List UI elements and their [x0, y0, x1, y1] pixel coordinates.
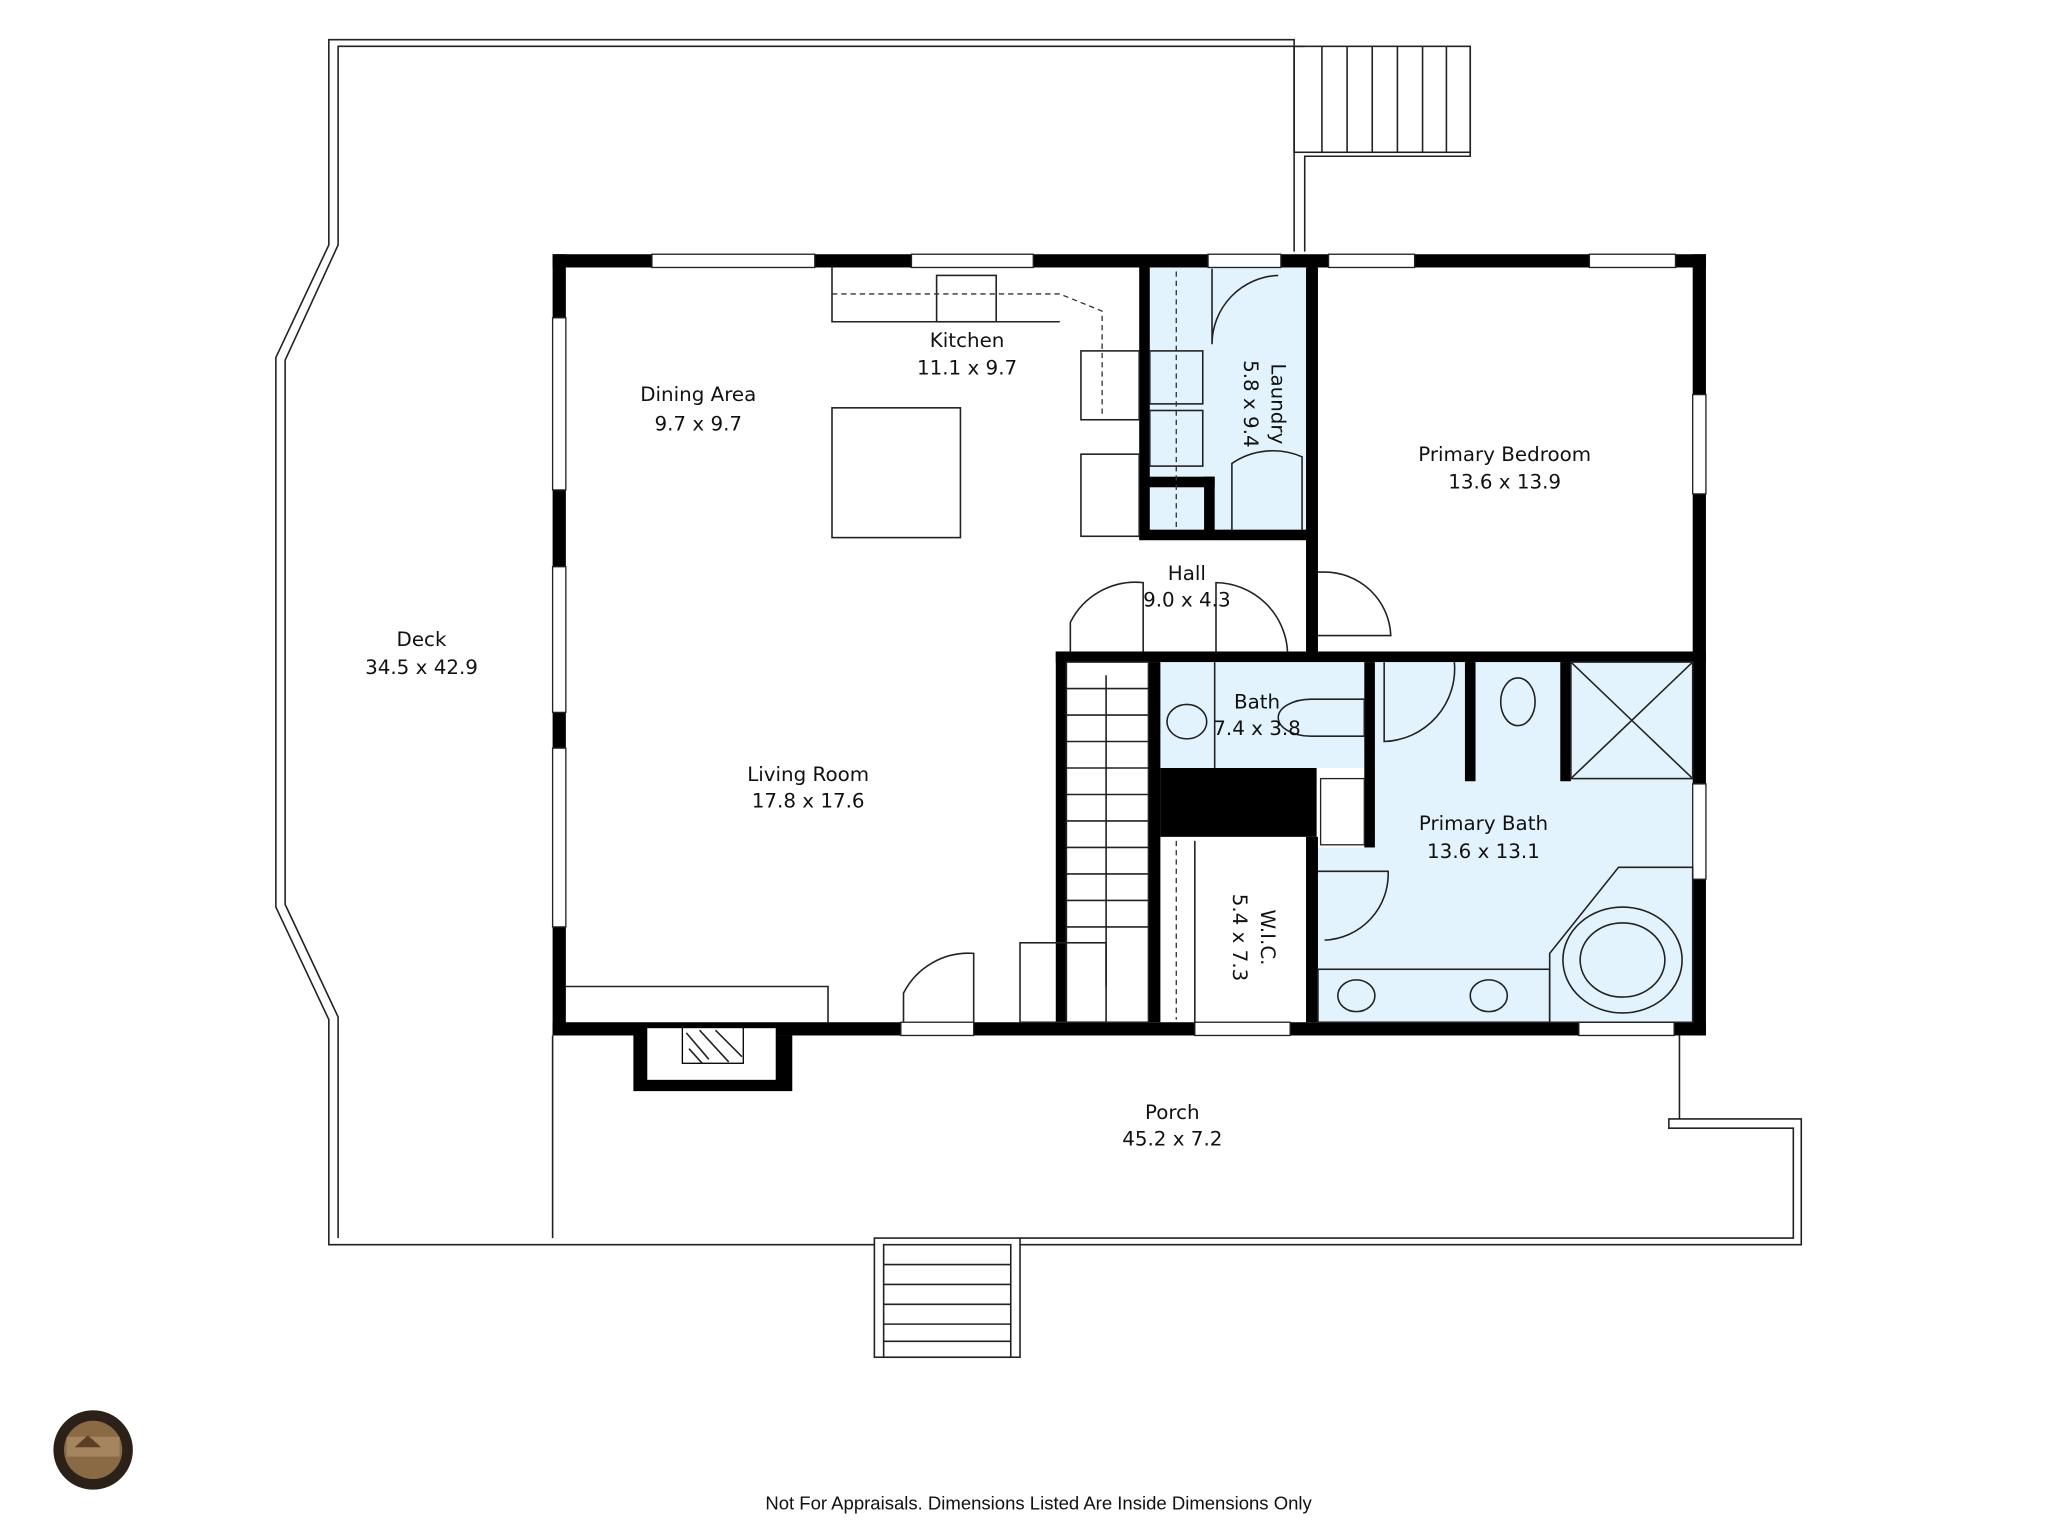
- svg-text:Primary Bath: Primary Bath: [1419, 812, 1548, 835]
- kitchen-fixtures: [831, 267, 1140, 539]
- svg-text:5.8 x 9.4: 5.8 x 9.4: [1239, 360, 1262, 448]
- windows: [551, 253, 1707, 1037]
- svg-text:Laundry: Laundry: [1267, 363, 1290, 444]
- laundry-appliances: [1148, 268, 1279, 530]
- svg-text:34.5 x 42.9: 34.5 x 42.9: [365, 656, 478, 679]
- room-label-deck: Deck 34.5 x 42.9: [365, 628, 478, 679]
- wic-fixtures: [1175, 777, 1365, 1023]
- svg-text:W.I.C.: W.I.C.: [1256, 909, 1279, 965]
- svg-text:Dining Area: Dining Area: [640, 383, 756, 406]
- svg-text:9.7 x 9.7: 9.7 x 9.7: [654, 412, 742, 435]
- bath-floor: [1159, 662, 1365, 768]
- fireplace: [645, 1026, 778, 1082]
- room-label-kitchen: Kitchen 11.1 x 9.7: [917, 329, 1017, 380]
- svg-text:Porch: Porch: [1145, 1101, 1200, 1124]
- doors: [902, 450, 1456, 1023]
- deck-outline: [275, 38, 1803, 1246]
- room-label-living: Living Room 17.8 x 17.6: [747, 763, 869, 812]
- disclaimer-text: Not For Appraisals. Dimensions Listed Ar…: [765, 1493, 1312, 1514]
- room-label-primary-bedroom: Primary Bedroom 13.6 x 13.9: [1418, 443, 1591, 494]
- svg-text:Primary Bedroom: Primary Bedroom: [1418, 443, 1591, 466]
- svg-text:Deck: Deck: [397, 628, 447, 651]
- room-label-dining: Dining Area 9.7 x 9.7: [640, 383, 756, 435]
- room-label-bath: Bath 7.4 x 3.8: [1213, 690, 1301, 739]
- room-label-wic: W.I.C. 5.4 x 7.3: [1228, 894, 1279, 982]
- living-built-in: [565, 985, 829, 1023]
- primary-bath-floor: [1317, 662, 1696, 1027]
- svg-text:Bath: Bath: [1234, 690, 1280, 713]
- svg-text:7.4 x 3.8: 7.4 x 3.8: [1213, 717, 1301, 740]
- svg-text:11.1 x 9.7: 11.1 x 9.7: [917, 357, 1017, 380]
- svg-text:Kitchen: Kitchen: [930, 329, 1005, 352]
- svg-text:Hall: Hall: [1168, 562, 1206, 585]
- svg-text:Living Room: Living Room: [747, 763, 869, 786]
- interior-stairs: [1019, 661, 1150, 1024]
- svg-text:5.4 x 7.3: 5.4 x 7.3: [1228, 894, 1251, 982]
- svg-text:13.6 x 13.9: 13.6 x 13.9: [1448, 471, 1561, 494]
- bath-fixtures: [1166, 661, 1694, 1024]
- room-label-hall: Hall 9.0 x 4.3: [1143, 562, 1231, 611]
- room-label-primary-bath: Primary Bath 13.6 x 13.1: [1419, 812, 1548, 863]
- svg-text:9.0 x 4.3: 9.0 x 4.3: [1143, 588, 1231, 611]
- room-label-laundry: Laundry 5.8 x 9.4: [1239, 360, 1290, 448]
- company-logo: [53, 1410, 133, 1490]
- svg-text:45.2 x 7.2: 45.2 x 7.2: [1122, 1127, 1222, 1150]
- room-label-porch: Porch 45.2 x 7.2: [1122, 1101, 1222, 1150]
- deck-stairs: [1293, 45, 1472, 154]
- svg-text:13.6 x 13.1: 13.6 x 13.1: [1427, 840, 1540, 863]
- porch-stairs: [873, 1237, 1021, 1359]
- laundry-floor: [1147, 264, 1309, 537]
- svg-text:17.8 x 17.6: 17.8 x 17.6: [752, 790, 865, 813]
